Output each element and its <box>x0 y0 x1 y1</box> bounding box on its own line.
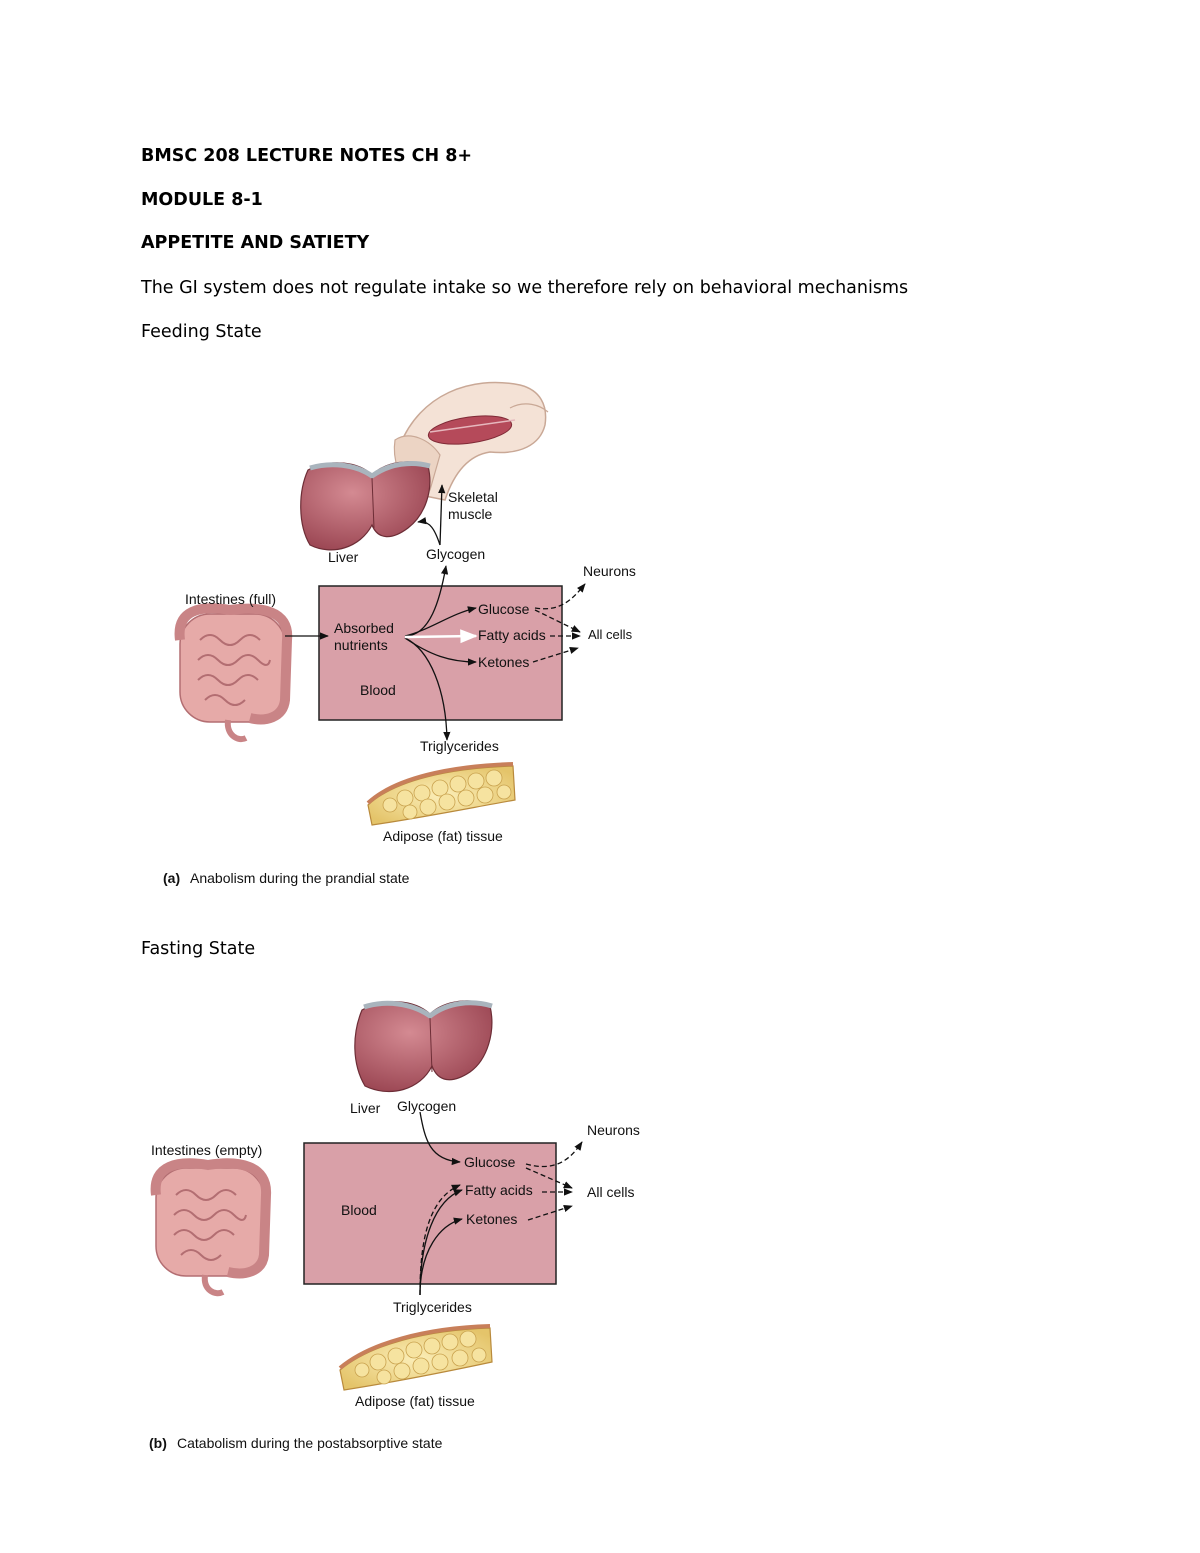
liver-illustration-a <box>300 461 431 551</box>
figure-a: Skeletal muscle Liver Glycogen Neurons I… <box>163 381 636 886</box>
label-triglycerides-b: Triglycerides <box>393 1299 472 1315</box>
label-glycogen-a: Glycogen <box>426 546 485 562</box>
label-neurons-a: Neurons <box>583 563 636 579</box>
fasting-state-heading: Fasting State <box>141 939 256 959</box>
label-skeletal-a: Skeletal <box>448 489 498 505</box>
label-glucose-b: Glucose <box>464 1154 516 1170</box>
label-neurons-b: Neurons <box>587 1122 640 1138</box>
caption-text-b: Catabolism during the postabsorptive sta… <box>177 1435 443 1451</box>
label-muscle-a: muscle <box>448 506 493 522</box>
intro-paragraph: The GI system does not regulate intake s… <box>141 278 909 298</box>
label-adipose-a: Adipose (fat) tissue <box>383 828 503 844</box>
blood-box-a <box>318 585 563 721</box>
arrows-b <box>419 1111 583 1296</box>
label-absorbed-a: Absorbed <box>334 620 394 636</box>
arrows-a <box>285 484 586 741</box>
label-intestines-a: Intestines (full) <box>185 591 276 607</box>
label-fatty-acids-a: Fatty acids <box>478 627 546 643</box>
label-glycogen-b: Glycogen <box>397 1098 456 1114</box>
caption-letter-a: (a) <box>163 870 180 886</box>
label-nutrients-a: nutrients <box>334 637 388 653</box>
label-blood-a: Blood <box>360 682 396 698</box>
adipose-illustration-b <box>338 1324 493 1391</box>
label-glucose-a: Glucose <box>478 601 530 617</box>
label-all-cells-b: All cells <box>587 1184 634 1200</box>
module-heading: MODULE 8-1 <box>141 190 263 210</box>
blood-box-b <box>303 1142 557 1285</box>
label-adipose-b: Adipose (fat) tissue <box>355 1393 475 1409</box>
intestines-illustration-a <box>174 603 293 742</box>
section-heading: APPETITE AND SATIETY <box>141 233 370 253</box>
liver-illustration-b <box>354 1000 493 1093</box>
label-liver-a: Liver <box>328 549 359 565</box>
feeding-state-heading: Feeding State <box>141 322 262 342</box>
figure-b: Liver Glycogen Neurons Intestines (empty… <box>149 1000 640 1451</box>
label-blood-b: Blood <box>341 1202 377 1218</box>
caption-letter-b: (b) <box>149 1435 167 1451</box>
label-ketones-a: Ketones <box>478 654 529 670</box>
label-intestines-b: Intestines (empty) <box>151 1142 262 1158</box>
label-liver-b: Liver <box>350 1100 381 1116</box>
label-fatty-acids-b: Fatty acids <box>465 1182 533 1198</box>
caption-text-a: Anabolism during the prandial state <box>190 870 410 886</box>
intestines-illustration-b <box>150 1158 272 1297</box>
document-heading: BMSC 208 LECTURE NOTES CH 8+ <box>141 146 473 166</box>
adipose-illustration-a <box>366 762 516 826</box>
label-all-cells-a: All cells <box>588 627 633 642</box>
label-triglycerides-a: Triglycerides <box>420 738 499 754</box>
label-ketones-b: Ketones <box>466 1211 517 1227</box>
